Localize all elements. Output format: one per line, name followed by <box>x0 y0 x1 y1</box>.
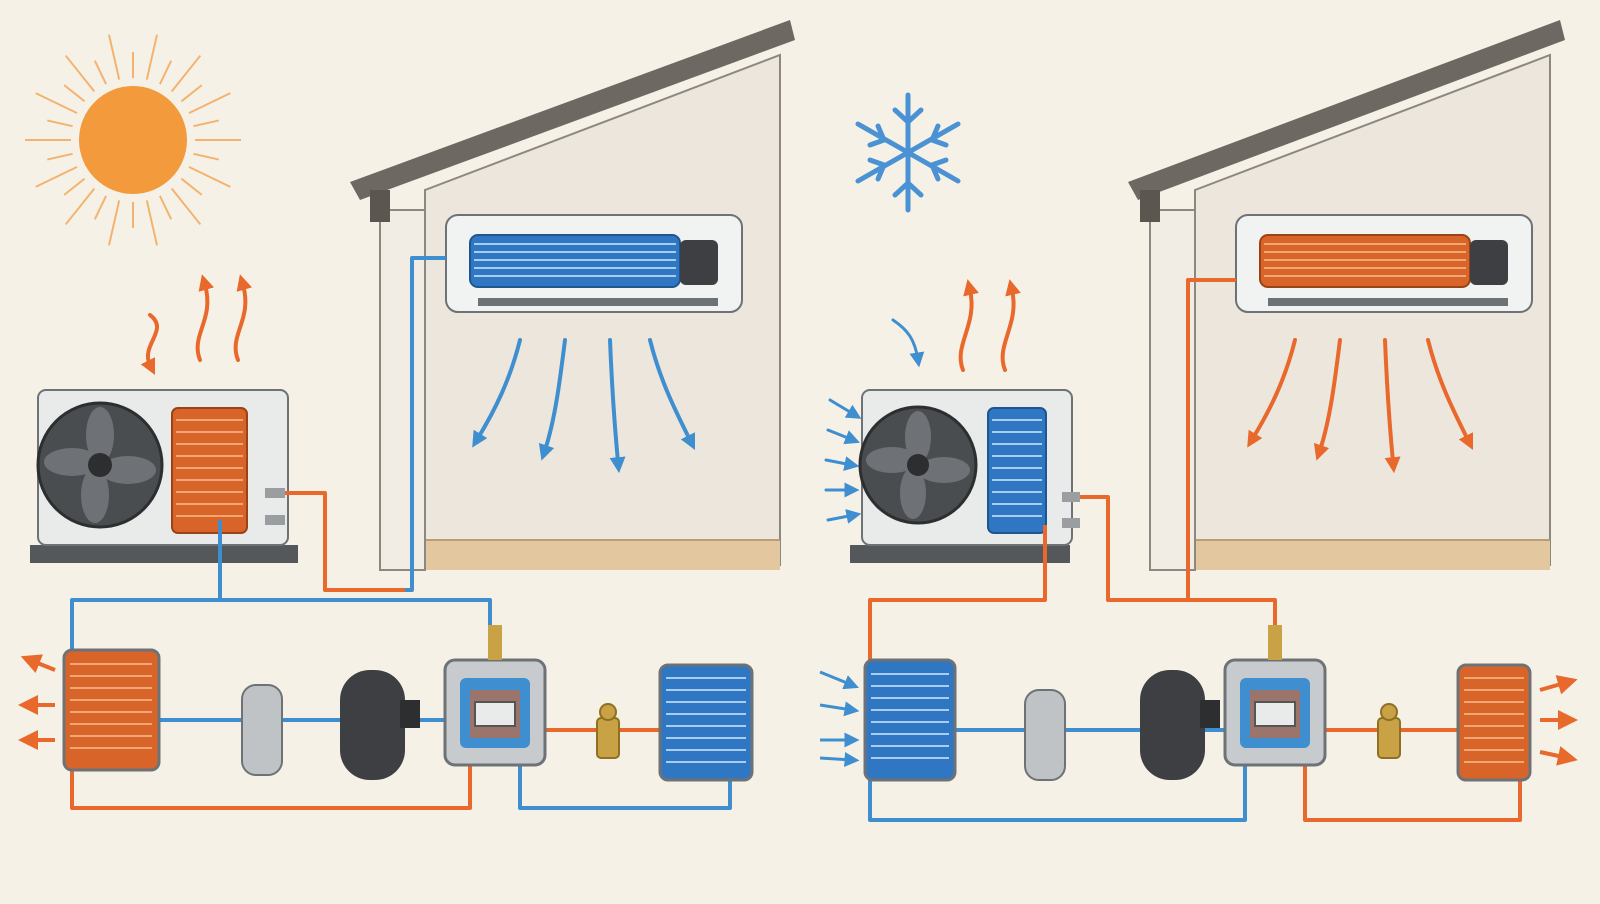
outdoor-coil-heating <box>863 658 957 782</box>
outdoor-cold-intake-arrows <box>824 318 925 524</box>
outdoor-exhaust-arrows <box>958 279 1021 372</box>
sun-ray <box>46 152 73 161</box>
sun-ray <box>63 84 86 103</box>
sun-ray <box>193 119 220 128</box>
indoor-cool-air-arrows <box>472 338 696 474</box>
sun-ray <box>170 187 202 226</box>
sun-ray <box>180 177 203 196</box>
indoor-unit-heating <box>1235 214 1533 313</box>
sun-ray <box>46 119 73 128</box>
fan-blades-icon <box>866 411 970 519</box>
sun-ray <box>107 200 121 246</box>
accumulator-heating <box>1024 689 1066 781</box>
sun-ray <box>64 187 96 226</box>
sun-ray <box>64 54 96 93</box>
sun-ray <box>107 34 121 80</box>
snowflake-icon <box>855 92 961 213</box>
sun-ray <box>145 200 159 246</box>
reversing-valve-cooling <box>443 625 547 767</box>
sun-ray <box>188 92 231 115</box>
fan-blades-icon <box>44 407 156 523</box>
sun-ray <box>145 34 159 80</box>
sun-ray <box>63 177 86 196</box>
outdoor-heat-rising-arrows <box>140 274 253 376</box>
compressor-cooling <box>340 670 420 780</box>
evaporator-coil-cooling <box>658 663 754 782</box>
expansion-valve-cooling <box>596 703 620 759</box>
compressor-heating <box>1140 670 1220 780</box>
outdoor-unit-heating <box>850 389 1080 563</box>
expansion-valve-heating <box>1377 703 1401 759</box>
sun-ray <box>35 165 78 188</box>
sun-ray <box>35 92 78 115</box>
indoor-unit-cooling <box>445 214 743 313</box>
heat-rejection-arrows <box>18 654 56 750</box>
indoor-coil-fins <box>474 243 676 277</box>
sun-ray <box>188 165 231 188</box>
sun-ray <box>158 60 173 85</box>
heat-absorption-arrows <box>819 670 860 768</box>
cooling-panel <box>18 20 795 810</box>
sun-ray <box>93 195 108 220</box>
sun-ray <box>158 195 173 220</box>
sun-ray <box>93 60 108 85</box>
accumulator-cooling <box>241 684 283 776</box>
indoor-warm-air-arrows <box>1247 338 1474 474</box>
sun-icon <box>25 34 241 246</box>
sun-ray <box>193 152 220 161</box>
condenser-coil-cooling <box>62 648 161 772</box>
heat-output-arrows <box>1539 675 1578 766</box>
heating-panel <box>819 20 1578 822</box>
sun-ray <box>170 54 202 93</box>
outdoor-unit-cooling <box>30 389 298 563</box>
sun-ray <box>180 84 203 103</box>
reversing-valve-heating <box>1223 625 1327 767</box>
indoor-loop-coil-heating <box>1456 663 1532 782</box>
